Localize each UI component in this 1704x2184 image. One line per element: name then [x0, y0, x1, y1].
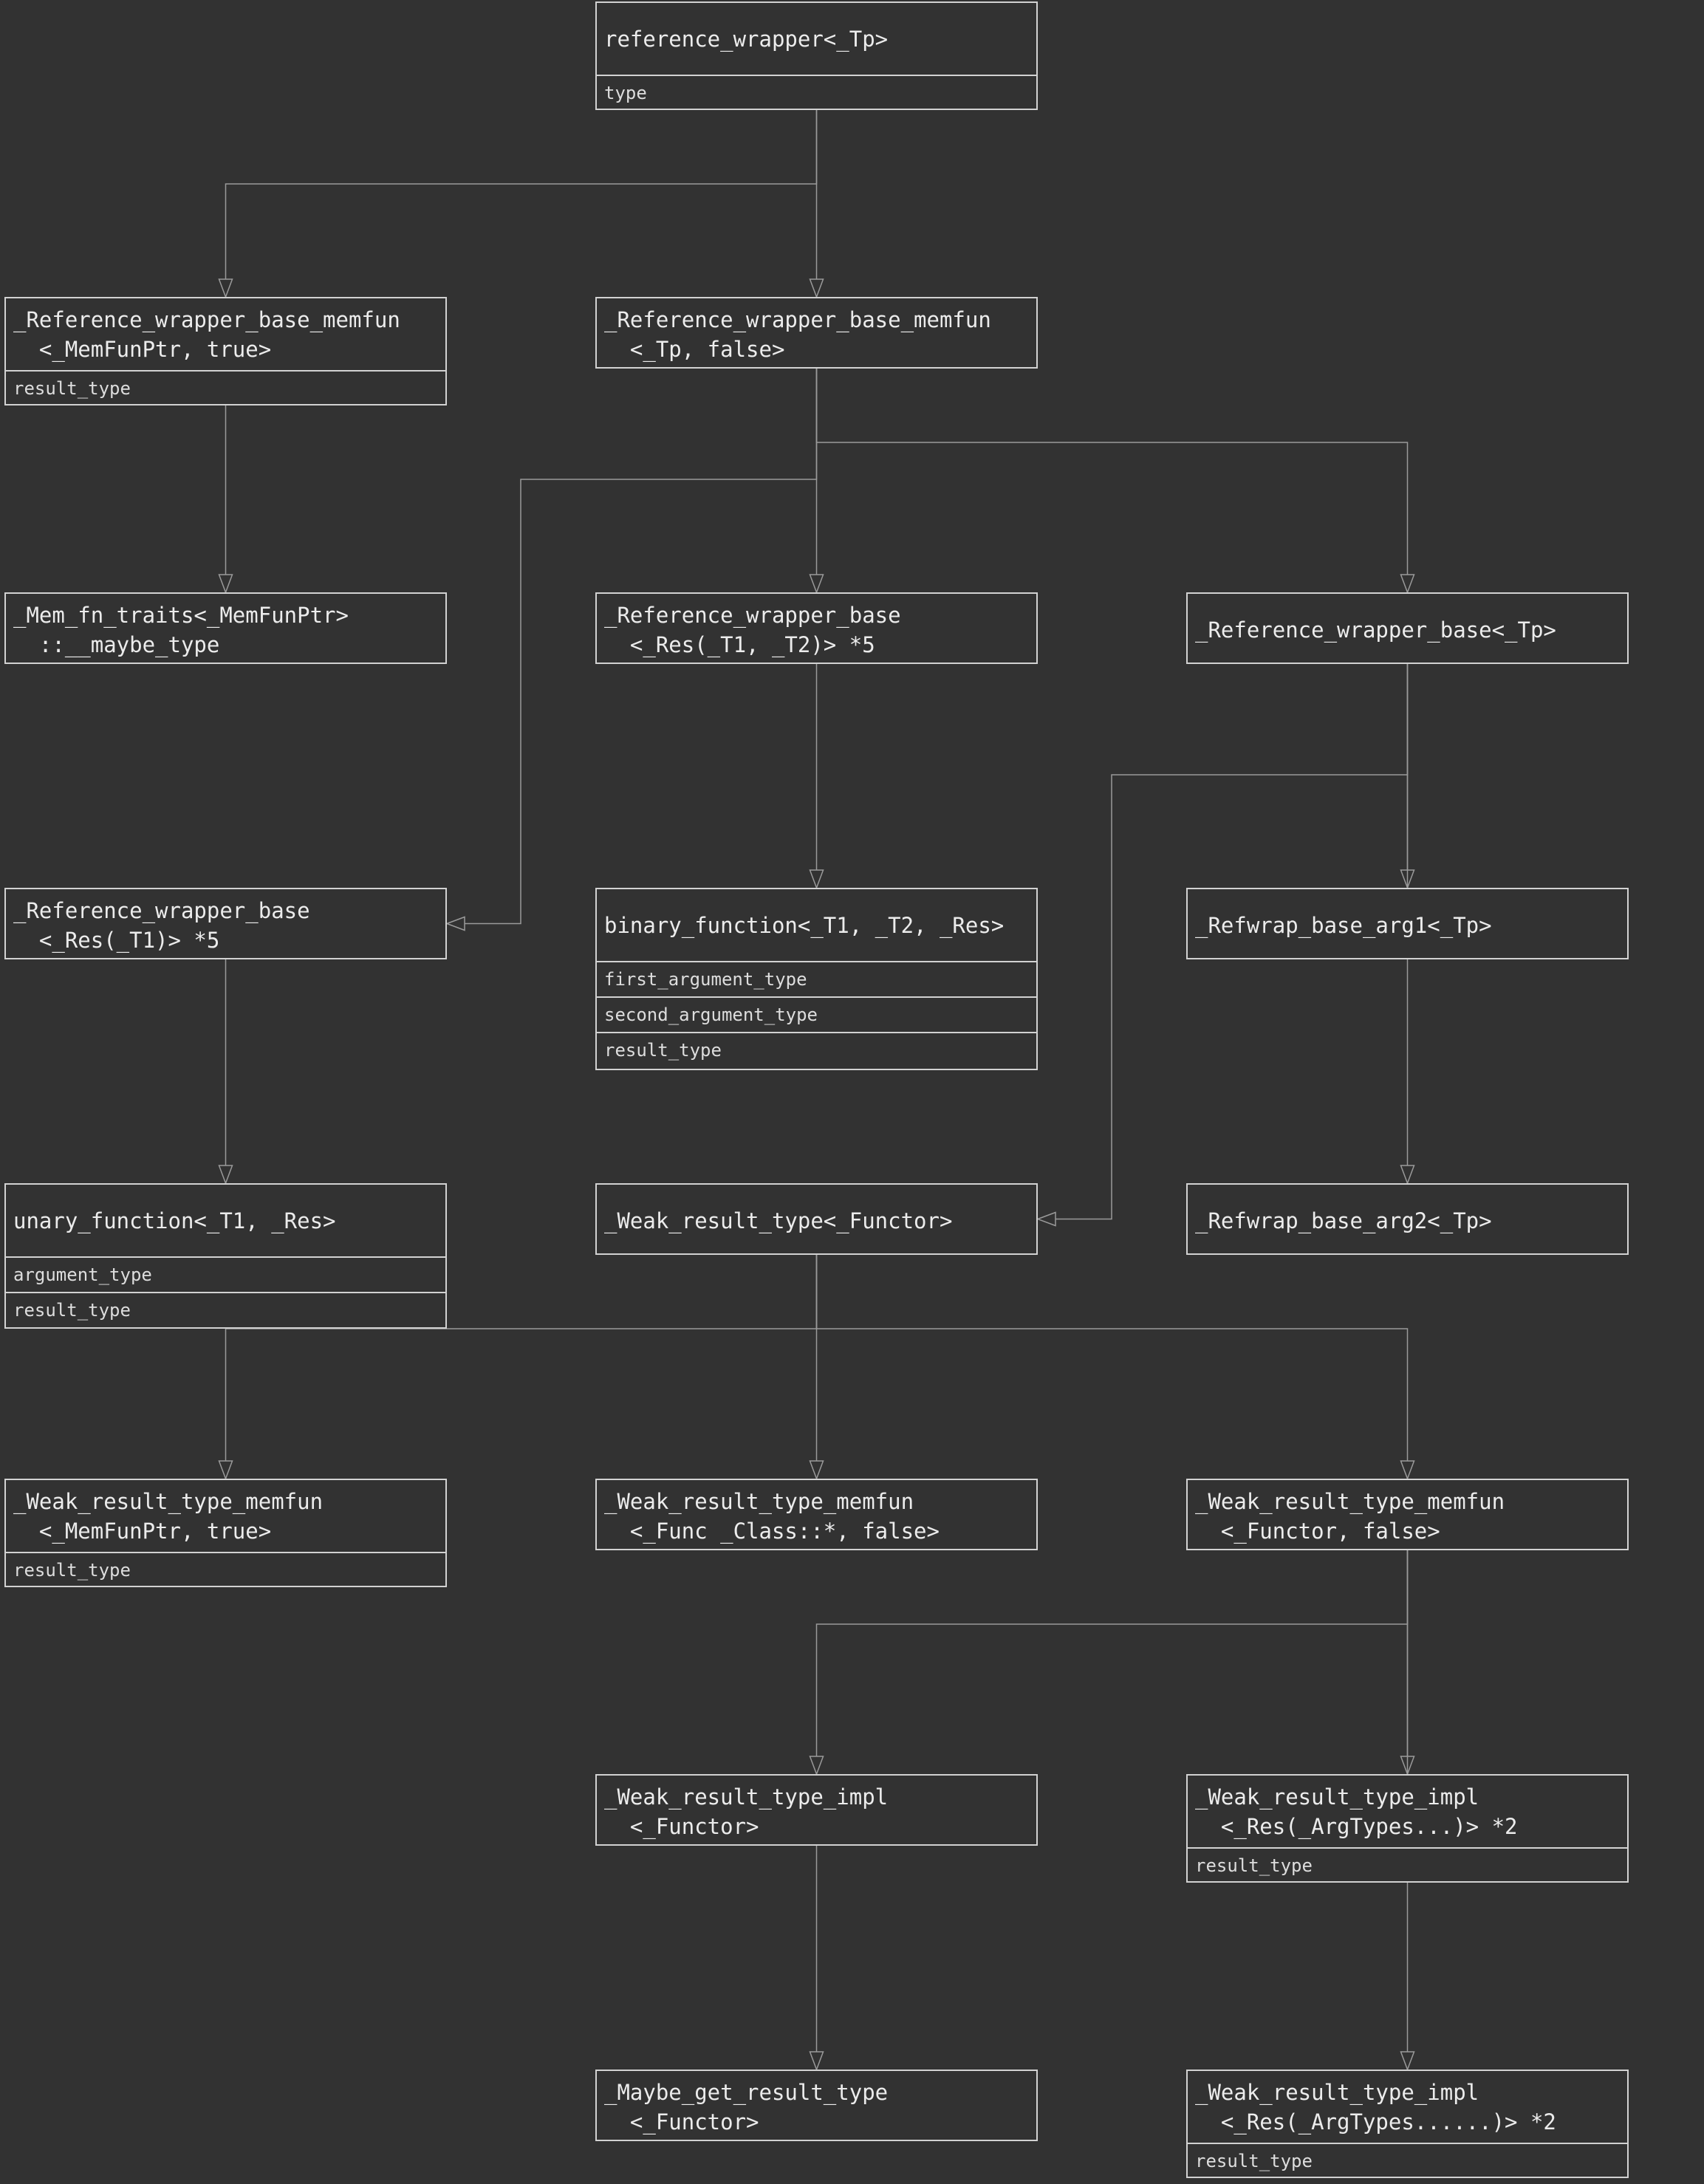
class-name: _Reference_wrapper_base <_Res(_T1)> *5 — [13, 897, 310, 953]
class-node-wrti-argtypes[interactable]: _Weak_result_type_impl <_Res(_ArgTypes..… — [1186, 1774, 1629, 1883]
edge-rwb-tp-to-refwrap-arg2-head — [1400, 1165, 1415, 1185]
class-node-refwrap-arg2[interactable]: _Refwrap_base_arg2<_Tp> — [1186, 1183, 1629, 1255]
class-member: result_type — [1188, 1847, 1627, 1883]
class-name: _Reference_wrapper_base <_Res(_T1, _T2)>… — [604, 602, 901, 657]
edge-weak-result-type-to-wrtm-false — [815, 1255, 1409, 1479]
class-name: _Reference_wrapper_base_memfun <_MemFunP… — [13, 307, 400, 362]
class-node-rwbm-true[interactable]: _Reference_wrapper_base_memfun <_MemFunP… — [4, 297, 447, 405]
edge-rwbm-true-to-mem-fn-traits-head — [218, 574, 233, 595]
edge-rwbm-false-to-rwb-t1 — [447, 369, 818, 925]
edge-wrtm-false-to-wrti-argtypes-vararg-head — [1400, 2051, 1415, 2072]
class-name: _Weak_result_type_impl <_Res(_ArgTypes..… — [1195, 2079, 1556, 2135]
class-name: _Reference_wrapper_base_memfun <_Tp, fal… — [604, 307, 991, 362]
class-node-refwrap-arg1[interactable]: _Refwrap_base_arg1<_Tp> — [1186, 888, 1629, 959]
class-member: result_type — [1188, 2143, 1627, 2178]
class-node-wrtm-func-class[interactable]: _Weak_result_type_memfun <_Func _Class::… — [595, 1479, 1038, 1550]
class-node-maybe-get-result[interactable]: _Maybe_get_result_type <_Functor> — [595, 2070, 1038, 2141]
class-name: _Reference_wrapper_base<_Tp> — [1195, 617, 1556, 643]
edge-reference-wrapper-to-rwbm-true — [225, 110, 818, 297]
class-member: first_argument_type — [597, 961, 1036, 996]
edge-weak-result-type-to-wrtm-func-class-head — [809, 1460, 824, 1481]
class-node-rwb-t1-t2[interactable]: _Reference_wrapper_base <_Res(_T1, _T2)>… — [595, 592, 1038, 664]
class-name: _Refwrap_base_arg1<_Tp> — [1195, 912, 1492, 938]
class-name: _Refwrap_base_arg2<_Tp> — [1195, 1208, 1492, 1233]
edge-rwb-t1-to-unary-function-head — [218, 1165, 233, 1185]
class-node-weak-result-type[interactable]: _Weak_result_type<_Functor> — [595, 1183, 1038, 1255]
edge-wrti-functor-to-maybe-get-result-head — [809, 2051, 824, 2072]
class-name: _Weak_result_type_memfun <_MemFunPtr, tr… — [13, 1488, 324, 1544]
class-member: result_type — [6, 370, 445, 405]
class-node-rwb-tp[interactable]: _Reference_wrapper_base<_Tp> — [1186, 592, 1629, 664]
class-member: result_type — [6, 1552, 445, 1587]
class-member: result_type — [597, 1032, 1036, 1067]
class-node-binary-function[interactable]: binary_function<_T1, _T2, _Res> first_arg… — [595, 888, 1038, 1070]
class-name: _Weak_result_type_impl <_Res(_ArgTypes..… — [1195, 1784, 1518, 1839]
class-name: _Weak_result_type_memfun <_Functor, fals… — [1195, 1488, 1505, 1544]
class-name: _Weak_result_type_impl <_Functor> — [604, 1784, 889, 1839]
class-member: result_type — [6, 1292, 445, 1327]
class-node-wrtm-true[interactable]: _Weak_result_type_memfun <_MemFunPtr, tr… — [4, 1479, 447, 1587]
class-name: reference_wrapper<_Tp> — [604, 26, 889, 52]
edge-rwbm-false-to-rwb-t1-t2-head — [809, 574, 824, 595]
edge-rwb-t1-t2-to-binary-function-head — [809, 869, 824, 890]
class-name: _Weak_result_type<_Functor> — [604, 1208, 953, 1233]
class-name: unary_function<_T1, _Res> — [13, 1208, 336, 1233]
class-node-rwbm-false[interactable]: _Reference_wrapper_base_memfun <_Tp, fal… — [595, 297, 1038, 369]
class-member: argument_type — [6, 1256, 445, 1292]
edge-weak-result-type-to-wrtm-true-head — [218, 1460, 233, 1481]
class-member: second_argument_type — [597, 996, 1036, 1032]
class-name: _Weak_result_type_memfun <_Func _Class::… — [604, 1488, 940, 1544]
class-name: _Maybe_get_result_type <_Functor> — [604, 2079, 889, 2135]
class-member: type — [597, 75, 1036, 110]
class-name: binary_function<_T1, _T2, _Res> — [604, 912, 1005, 938]
class-node-mem-fn-traits[interactable]: _Mem_fn_traits<_MemFunPtr> ::__maybe_typ… — [4, 592, 447, 664]
edge-rwb-tp-to-weak-result-type-head — [1036, 1211, 1056, 1227]
class-node-reference-wrapper[interactable]: reference_wrapper<_Tp>type — [595, 1, 1038, 110]
class-node-wrti-argtypes-vararg[interactable]: _Weak_result_type_impl <_Res(_ArgTypes..… — [1186, 2070, 1629, 2178]
edge-weak-result-type-to-wrtm-false-head — [1400, 1460, 1415, 1481]
edge-rwbm-false-to-rwb-tp — [815, 369, 1409, 592]
edge-reference-wrapper-to-rwbm-false-head — [809, 278, 824, 299]
class-node-rwb-t1[interactable]: _Reference_wrapper_base <_Res(_T1)> *5 — [4, 888, 447, 959]
edge-wrtm-false-to-wrti-functor-head — [809, 1756, 824, 1776]
class-name: _Mem_fn_traits<_MemFunPtr> ::__maybe_typ… — [13, 602, 349, 657]
edge-rwbm-false-to-rwb-tp-head — [1400, 574, 1415, 595]
edge-rwbm-false-to-rwb-t1-head — [445, 916, 465, 931]
edge-wrtm-false-to-wrti-functor — [815, 1550, 1409, 1774]
class-node-wrtm-false[interactable]: _Weak_result_type_memfun <_Functor, fals… — [1186, 1479, 1629, 1550]
edge-reference-wrapper-to-rwbm-true-head — [218, 278, 233, 299]
class-node-wrti-functor[interactable]: _Weak_result_type_impl <_Functor> — [595, 1774, 1038, 1846]
